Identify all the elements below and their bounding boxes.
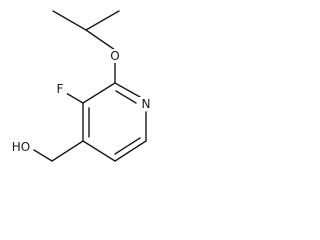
bond-c5-c6-inner <box>114 137 141 155</box>
svg-text:N: N <box>142 97 151 111</box>
atom-oxygen-ether: O <box>108 49 122 63</box>
bond-n-c2-outer <box>114 82 141 98</box>
bond-ch2-oh <box>33 149 53 162</box>
svg-text:F: F <box>57 82 64 96</box>
atom-hydroxyl: HO <box>7 140 33 154</box>
molecule-structure: O F N HO <box>7 10 153 162</box>
bond-c4-ch2 <box>51 140 84 162</box>
structure-canvas: O F N HO <box>0 0 165 187</box>
bond-c4-c5 <box>82 140 116 162</box>
bond-isopropyl-left <box>52 10 87 31</box>
atom-nitrogen: N <box>139 97 153 111</box>
bond-c5-c6-outer <box>114 140 147 162</box>
bond-c3-f <box>65 92 84 104</box>
bond-c2-c3 <box>82 82 116 104</box>
bond-n-c2-inner <box>115 90 137 104</box>
svg-text:HO: HO <box>12 140 30 154</box>
atom-fluorine: F <box>54 82 67 96</box>
svg-text:O: O <box>110 49 119 63</box>
bond-isopropyl-right <box>85 10 120 31</box>
bond-isopropyl-ch-o <box>85 29 116 51</box>
